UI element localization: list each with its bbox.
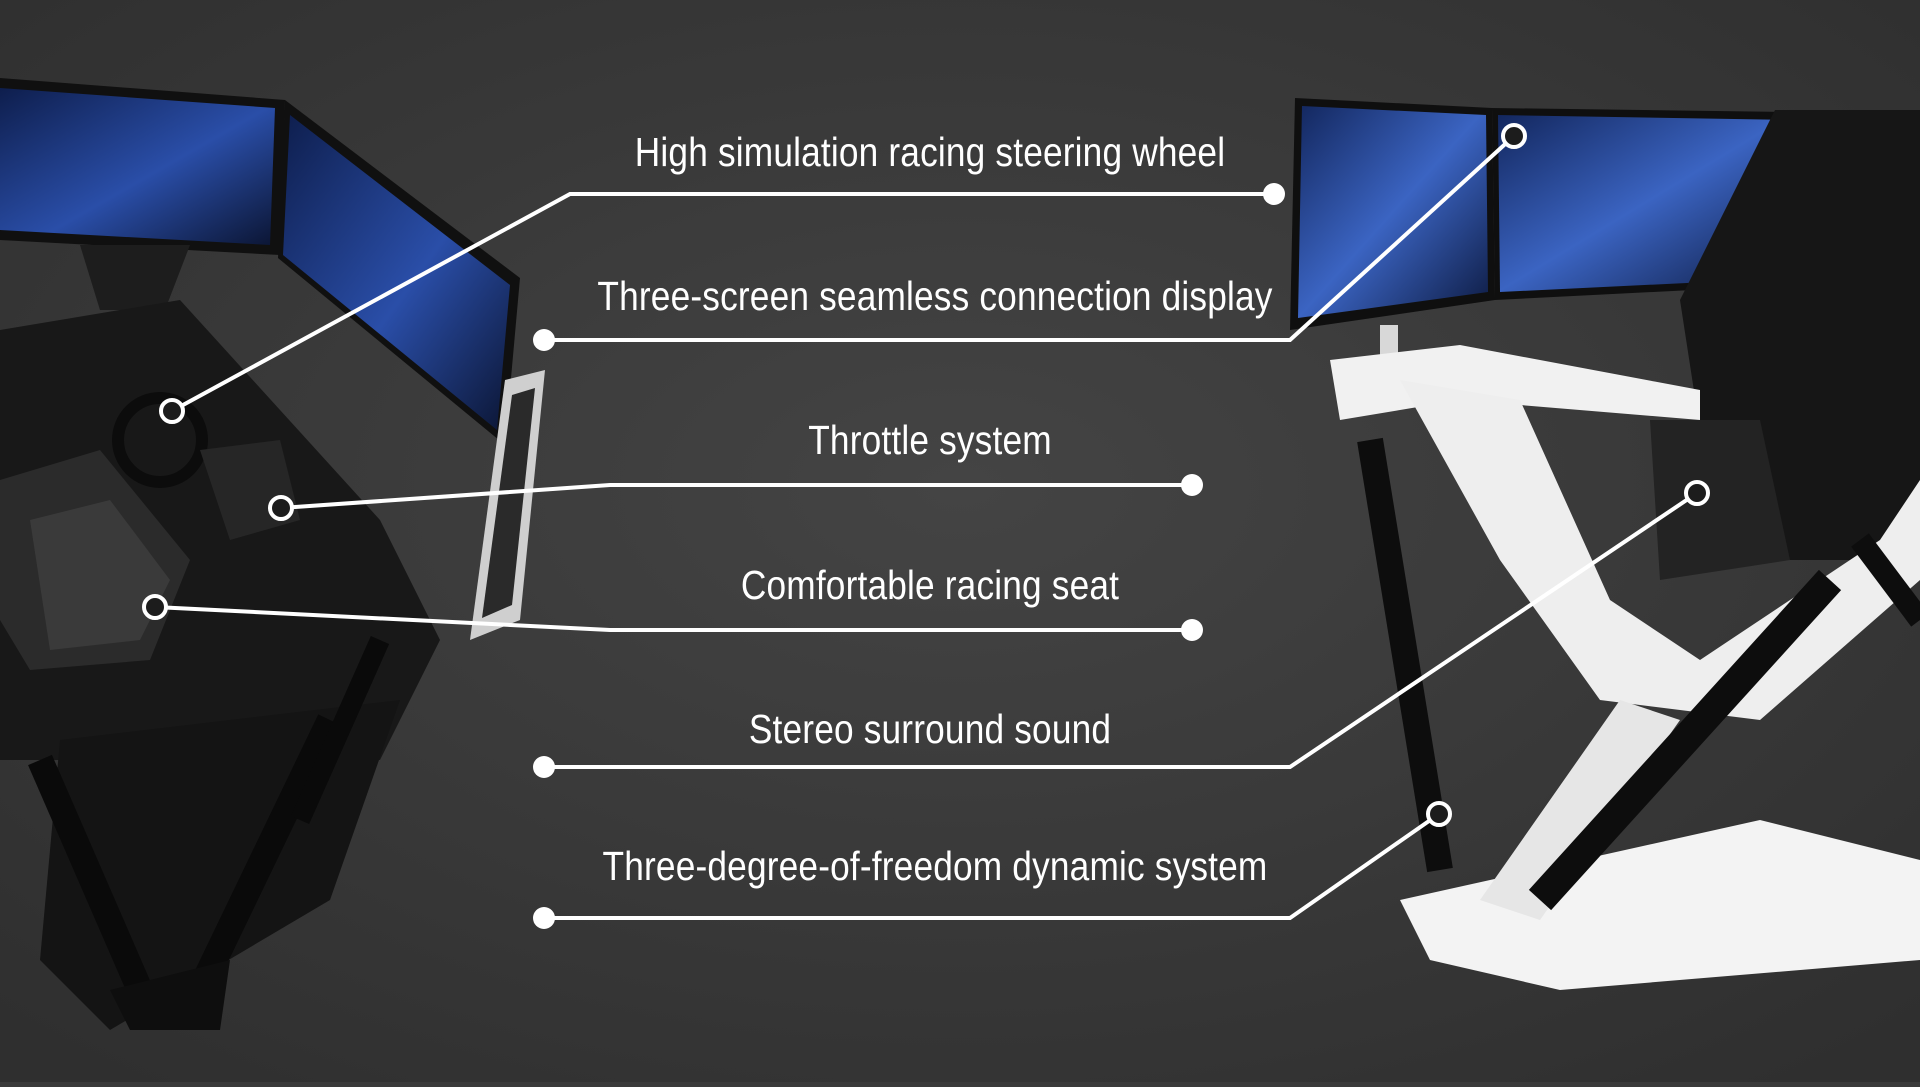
callout-lines	[154, 134, 1699, 920]
marker-dot-display	[533, 329, 555, 351]
right-actuator-1	[1357, 437, 1453, 873]
marker-dot-sound	[533, 756, 555, 778]
marker-dot-throttle	[1181, 474, 1203, 496]
marker-ring-sound	[1684, 480, 1710, 506]
left-monitor-2-screen	[283, 115, 510, 430]
label-display: Three-screen seamless connection display	[597, 273, 1273, 319]
right-base-arm	[1480, 700, 1680, 920]
right-base	[1400, 820, 1920, 990]
label-throttle: Throttle system	[808, 417, 1052, 463]
marker-ring-display	[1501, 123, 1527, 149]
label-steering-wheel: High simulation racing steering wheel	[634, 129, 1226, 175]
callout-line-seat	[154, 605, 1192, 632]
right-actuator-3	[1851, 533, 1920, 627]
left-seat-cushion	[30, 500, 170, 650]
left-actuator-1	[28, 754, 152, 996]
left-base-foot	[110, 960, 230, 1030]
right-actuator-2	[1528, 569, 1842, 911]
marker-dot-seat	[1181, 619, 1203, 641]
marker-ring-seat	[142, 594, 168, 620]
left-frame-top	[80, 245, 190, 310]
callout-markers	[142, 123, 1710, 929]
left-monitor-1-screen	[0, 88, 275, 245]
right-monitor-1-screen	[1298, 106, 1488, 318]
marker-dot-steering-wheel	[1263, 183, 1285, 205]
callout-line-steering-wheel	[171, 192, 1273, 413]
label-sound: Stereo surround sound	[748, 706, 1112, 752]
left-actuator-2	[188, 714, 342, 996]
left-actuator-3	[290, 635, 390, 825]
label-seat: Comfortable racing seat	[740, 562, 1120, 608]
right-simulator	[1290, 98, 1920, 990]
left-side-panel-inner	[482, 388, 535, 618]
callout-line-throttle	[280, 483, 1192, 510]
left-steering-wheel	[112, 392, 208, 488]
right-seat-cushion	[1650, 420, 1790, 580]
callout-line-dynamic	[544, 812, 1441, 920]
left-simulator	[0, 78, 545, 1030]
marker-ring-dynamic	[1426, 801, 1452, 827]
callout-line-sound	[544, 491, 1699, 769]
callout-line-display	[544, 134, 1516, 342]
label-dynamic: Three-degree-of-freedom dynamic system	[602, 843, 1268, 889]
marker-dot-dynamic	[533, 907, 555, 929]
marker-ring-throttle	[268, 495, 294, 521]
marker-ring-steering-wheel	[159, 398, 185, 424]
